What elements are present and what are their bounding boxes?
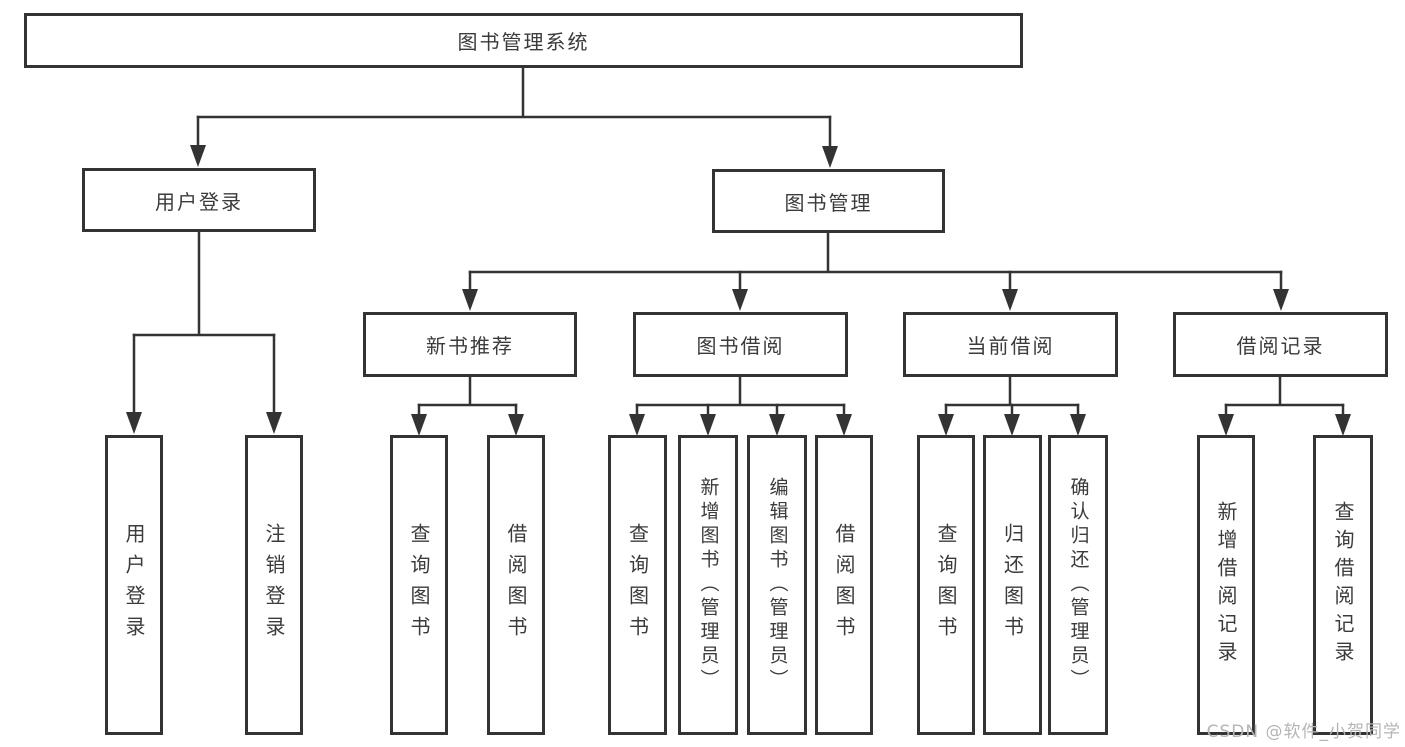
- leaf-add-book-admin-label: 新增图书（管理员）: [697, 477, 720, 693]
- leaf-query-book-recommend-label: 查询图书: [407, 523, 431, 647]
- leaf-return-book: 归还图书: [983, 435, 1042, 735]
- leaf-confirm-return-admin: 确认归还（管理员）: [1048, 435, 1108, 735]
- leaf-borrow-book-borrowing: 借阅图书: [815, 435, 873, 735]
- leaf-query-book-borrowing-label: 查询图书: [625, 523, 650, 647]
- leaf-add-borrow-record: 新增借阅记录: [1197, 435, 1255, 735]
- leaf-confirm-return-admin-label: 确认归还（管理员）: [1067, 477, 1090, 693]
- node-root: 图书管理系统: [24, 13, 1023, 68]
- node-new-book-recommend-label: 新书推荐: [426, 334, 514, 358]
- leaf-query-book-borrowing: 查询图书: [608, 435, 667, 735]
- node-borrow-records: 借阅记录: [1173, 312, 1388, 377]
- leaf-borrow-book-recommend: 借阅图书: [487, 435, 545, 735]
- leaf-user-login-label: 用户登录: [122, 523, 146, 647]
- leaf-query-borrow-record-label: 查询借阅记录: [1331, 501, 1355, 669]
- leaf-borrow-book-borrowing-label: 借阅图书: [832, 523, 856, 647]
- leaf-edit-book-admin-label: 编辑图书（管理员）: [766, 477, 789, 693]
- leaf-logout: 注销登录: [245, 435, 303, 735]
- leaf-user-login: 用户登录: [105, 435, 163, 735]
- csdn-watermark: CSDN @软件_小贺同学: [1206, 722, 1401, 742]
- leaf-query-book-current: 查询图书: [917, 435, 975, 735]
- node-root-label: 图书管理系统: [457, 30, 590, 54]
- node-current-borrowing: 当前借阅: [903, 312, 1118, 377]
- leaf-query-book-current-label: 查询图书: [934, 523, 958, 647]
- node-book-management-label: 图书管理: [784, 190, 873, 215]
- leaf-return-book-label: 归还图书: [1000, 523, 1025, 647]
- leaf-query-book-recommend: 查询图书: [390, 435, 448, 735]
- node-book-borrowing-label: 图书借阅: [696, 334, 785, 358]
- node-borrow-records-label: 借阅记录: [1236, 334, 1325, 358]
- leaf-query-borrow-record: 查询借阅记录: [1313, 435, 1373, 735]
- node-user-login: 用户登录: [82, 168, 316, 232]
- node-user-login-label: 用户登录: [155, 189, 243, 214]
- leaf-edit-book-admin: 编辑图书（管理员）: [747, 435, 807, 735]
- node-book-management: 图书管理: [712, 169, 945, 233]
- node-new-book-recommend: 新书推荐: [363, 312, 577, 377]
- node-book-borrowing: 图书借阅: [633, 312, 848, 377]
- node-current-borrowing-label: 当前借阅: [966, 334, 1055, 358]
- leaf-add-borrow-record-label: 新增借阅记录: [1214, 501, 1238, 669]
- leaf-logout-label: 注销登录: [262, 523, 286, 647]
- leaf-borrow-book-recommend-label: 借阅图书: [504, 523, 528, 647]
- leaf-add-book-admin: 新增图书（管理员）: [678, 435, 738, 735]
